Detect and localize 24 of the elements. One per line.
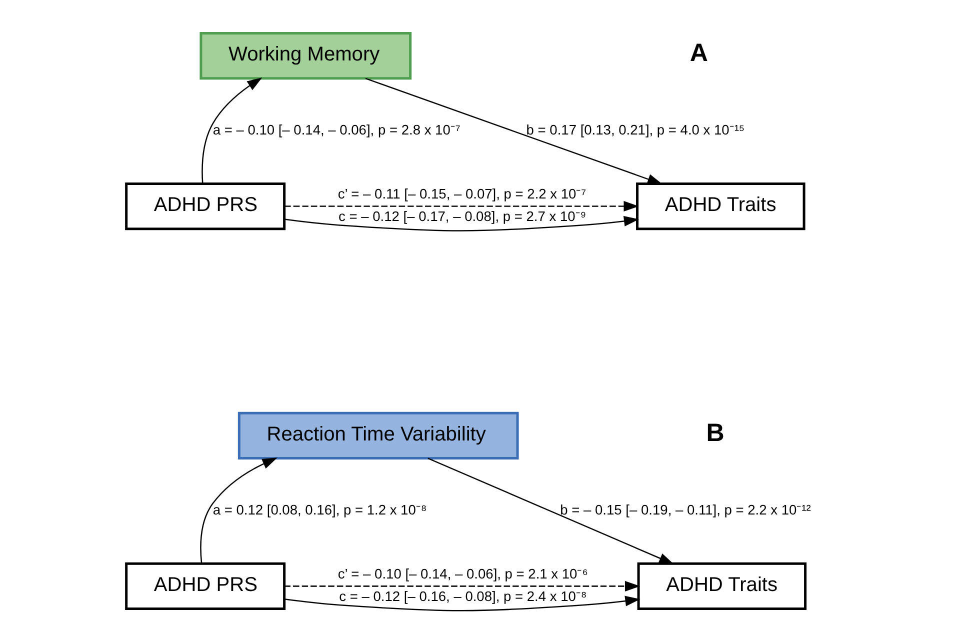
arrow (201, 77, 262, 184)
node-box: Working Memory (199, 32, 412, 80)
arrow (284, 201, 638, 212)
edge-label: b = – 0.15 [– 0.19, – 0.11], p = 2.2 x 10⁻¹² (560, 502, 810, 518)
label: B (706, 418, 724, 447)
node-box: ADHD Traits (636, 562, 806, 610)
node-box: ADHD PRS (124, 562, 286, 610)
edge-label: c = – 0.12 [– 0.16, – 0.08], p = 2.4 x 10⁻⁸ (338, 588, 586, 604)
arrow (364, 78, 662, 184)
arrow (284, 596, 640, 612)
edge-label: c’ = – 0.10 [– 0.14, – 0.06], p = 2.1 x 10⁻⁶ (337, 566, 588, 582)
arrow (284, 216, 639, 232)
arrow (427, 458, 674, 564)
edge-label: b = 0.17 [0.13, 0.21], p = 4.0 x 10⁻¹⁵ (526, 122, 744, 138)
arrow (200, 458, 277, 564)
arrow (284, 580, 640, 592)
edge-label: a = 0.12 [0.08, 0.16], p = 1.2 x 10⁻⁸ (212, 502, 426, 518)
node-box: ADHD PRS (124, 182, 286, 230)
node-box: ADHD Traits (636, 182, 805, 230)
edge-label: c’ = – 0.11 [– 0.15, – 0.07], p = 2.2 x 10⁻⁷ (337, 186, 586, 202)
node-box: Reaction Time Variability (237, 412, 518, 460)
label: A (689, 38, 708, 67)
edge-label: a = – 0.10 [– 0.14, – 0.06], p = 2.8 x 10⁻⁷ (212, 122, 460, 138)
edge-label: c = – 0.12 [– 0.17, – 0.08], p = 2.7 x 10⁻⁹ (338, 209, 586, 224)
